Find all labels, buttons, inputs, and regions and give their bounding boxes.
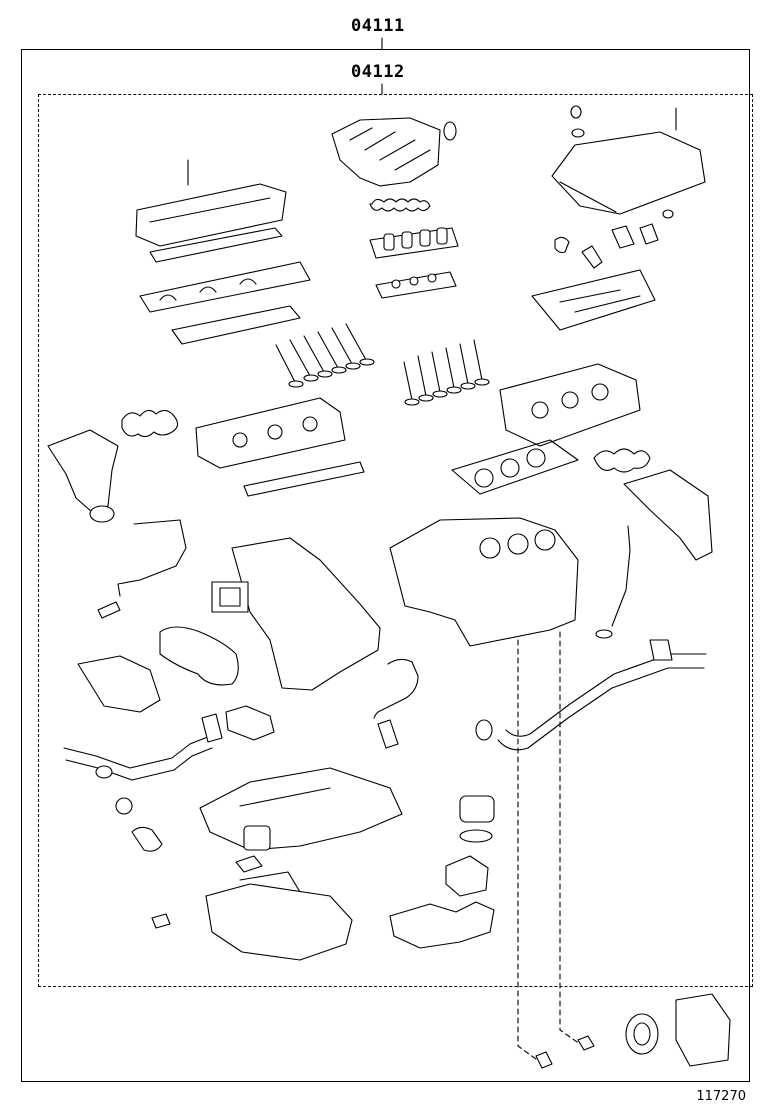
thermostat-housing[interactable] bbox=[201, 705, 275, 743]
lower-water-pipe[interactable] bbox=[63, 735, 213, 852]
left-camshaft-bearing-cap[interactable] bbox=[171, 305, 301, 345]
left-valve-cover-gasket[interactable] bbox=[149, 227, 283, 263]
block-stud-right[interactable] bbox=[577, 1035, 595, 1051]
left-cylinder-head[interactable] bbox=[195, 397, 346, 469]
kit-boundary-frame bbox=[21, 49, 750, 1082]
right-cylinder-head[interactable] bbox=[499, 363, 641, 447]
stud-leader-line-left bbox=[517, 639, 541, 1063]
kit-part-number[interactable]: 04111 bbox=[351, 16, 405, 36]
plenum-gasket[interactable] bbox=[369, 198, 431, 212]
oil-pan-upper[interactable] bbox=[199, 767, 403, 851]
intake-manifold-upper[interactable] bbox=[369, 227, 459, 259]
water-pump[interactable] bbox=[389, 901, 495, 949]
oil-filter-housing[interactable] bbox=[445, 795, 495, 897]
left-exhaust-gasket[interactable] bbox=[121, 409, 179, 438]
left-valve-cover[interactable] bbox=[135, 159, 287, 247]
left-intake-valves[interactable] bbox=[275, 323, 375, 388]
water-outlet-housing[interactable] bbox=[77, 655, 161, 713]
water-pump-gasket[interactable] bbox=[211, 581, 249, 613]
water-inlet-pipe[interactable] bbox=[475, 639, 707, 751]
rear-oil-seal[interactable] bbox=[625, 1013, 659, 1055]
right-cam-housing[interactable] bbox=[531, 223, 659, 331]
block-stud-left[interactable] bbox=[535, 1051, 553, 1069]
left-exhaust-manifold[interactable] bbox=[47, 429, 119, 523]
intake-plenum[interactable] bbox=[331, 117, 457, 187]
oil-pan-lower[interactable] bbox=[205, 883, 353, 961]
right-head-gasket[interactable] bbox=[451, 439, 579, 495]
right-valve-cover[interactable] bbox=[551, 105, 706, 219]
dipstick-guide[interactable] bbox=[595, 525, 631, 639]
timing-cover[interactable] bbox=[231, 537, 381, 691]
figure-number: 117270 bbox=[696, 1089, 746, 1104]
rear-seal-retainer[interactable] bbox=[675, 993, 731, 1067]
gasket-kit-part-number[interactable]: 04112 bbox=[351, 62, 405, 82]
oil-pump-gasket[interactable] bbox=[159, 626, 239, 686]
water-bypass-pipe[interactable] bbox=[97, 519, 187, 619]
right-exhaust-gasket[interactable] bbox=[593, 448, 651, 473]
stud-leader-line-right bbox=[559, 631, 581, 1045]
left-head-gasket[interactable] bbox=[243, 461, 365, 497]
right-exhaust-manifold[interactable] bbox=[623, 469, 713, 561]
right-intake-valves[interactable] bbox=[403, 339, 490, 406]
gasket-kit-boundary-frame bbox=[38, 94, 753, 987]
intake-manifold-gasket[interactable] bbox=[375, 271, 457, 299]
drain-plug[interactable] bbox=[151, 913, 171, 929]
left-cam-housing[interactable] bbox=[139, 261, 311, 313]
oil-cooler-pipe[interactable] bbox=[373, 658, 419, 749]
engine-block[interactable] bbox=[389, 517, 579, 647]
